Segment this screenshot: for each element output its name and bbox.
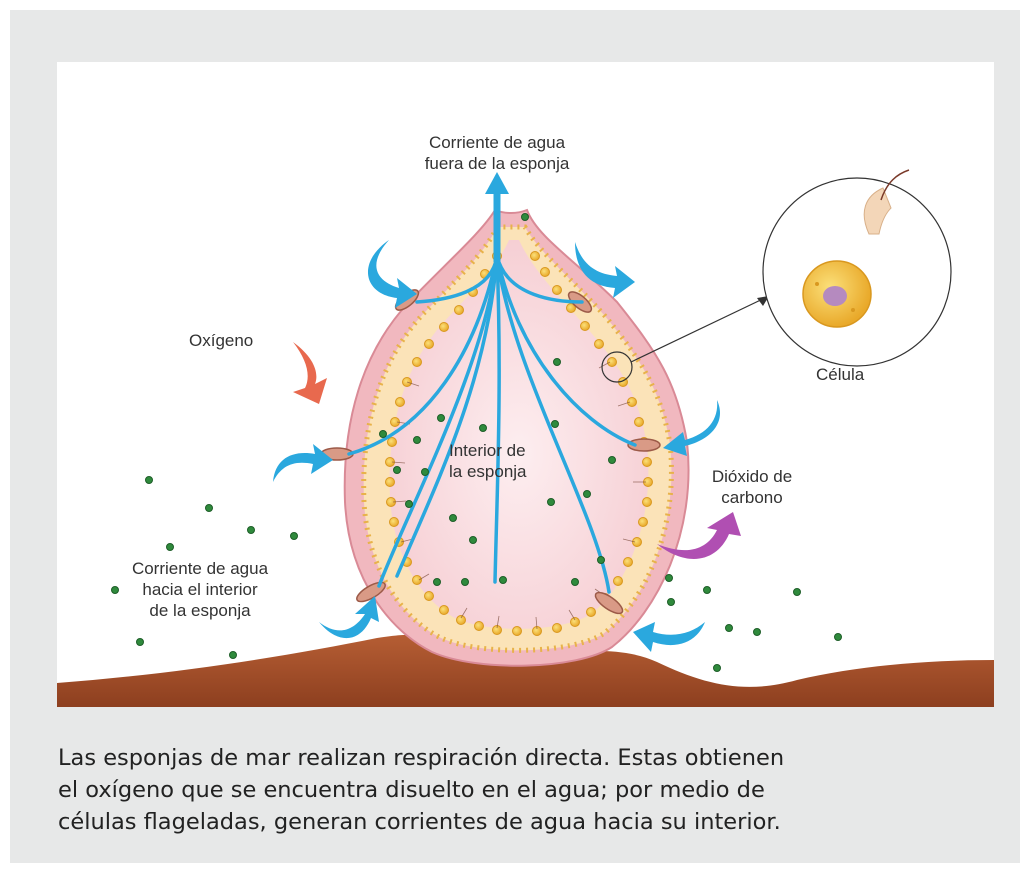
label-outflow: Corriente de agua fuera de la esponja bbox=[389, 132, 605, 174]
caption-line3: células flageladas, generan corrientes d… bbox=[58, 809, 781, 835]
label-interior: Interior de la esponja bbox=[449, 440, 527, 482]
oxygen-dots bbox=[111, 213, 842, 672]
label-co2: Dióxido de carbono bbox=[687, 466, 817, 508]
internal-currents bbox=[347, 254, 637, 594]
label-outflow-line1: Corriente de agua bbox=[428, 133, 566, 152]
label-inflow-line2: hacia el interior bbox=[142, 580, 258, 599]
label-co2-line1: Dióxido de bbox=[711, 467, 793, 486]
callout-line bbox=[630, 295, 770, 363]
outflow-arrow bbox=[485, 172, 509, 262]
caption-line1: Las esponjas de mar realizan respiración… bbox=[58, 745, 785, 771]
label-outflow-line2: fuera de la esponja bbox=[424, 154, 570, 173]
sponge-interior bbox=[389, 240, 649, 629]
inflow-arrows bbox=[273, 240, 721, 652]
seabed bbox=[57, 634, 994, 707]
label-inflow-line3: de la esponja bbox=[149, 601, 251, 620]
co2-arrow bbox=[657, 512, 741, 559]
label-co2-line2: carbono bbox=[721, 488, 783, 507]
label-oxygen: Oxígeno bbox=[189, 331, 254, 350]
oxygen-arrow bbox=[293, 342, 327, 404]
cell-illustration bbox=[802, 169, 910, 328]
cell-callout-marker bbox=[601, 351, 633, 383]
label-inflow: Corriente de agua hacia el interior de l… bbox=[115, 558, 285, 621]
diagram-panel: Corriente de agua fuera de la esponja Ox… bbox=[57, 62, 994, 707]
label-inflow-line1: Corriente de agua bbox=[131, 559, 269, 578]
label-cell: Célula bbox=[816, 365, 865, 384]
label-interior-line1: Interior de bbox=[449, 441, 526, 460]
figure-frame: Corriente de agua fuera de la esponja Ox… bbox=[10, 10, 1020, 863]
label-interior-line2: la esponja bbox=[449, 462, 527, 481]
figure-caption: Las esponjas de mar realizan respiración… bbox=[58, 742, 918, 838]
caption-line2: el oxígeno que se encuentra disuelto en … bbox=[58, 777, 765, 803]
sponge-diagram bbox=[57, 169, 994, 707]
